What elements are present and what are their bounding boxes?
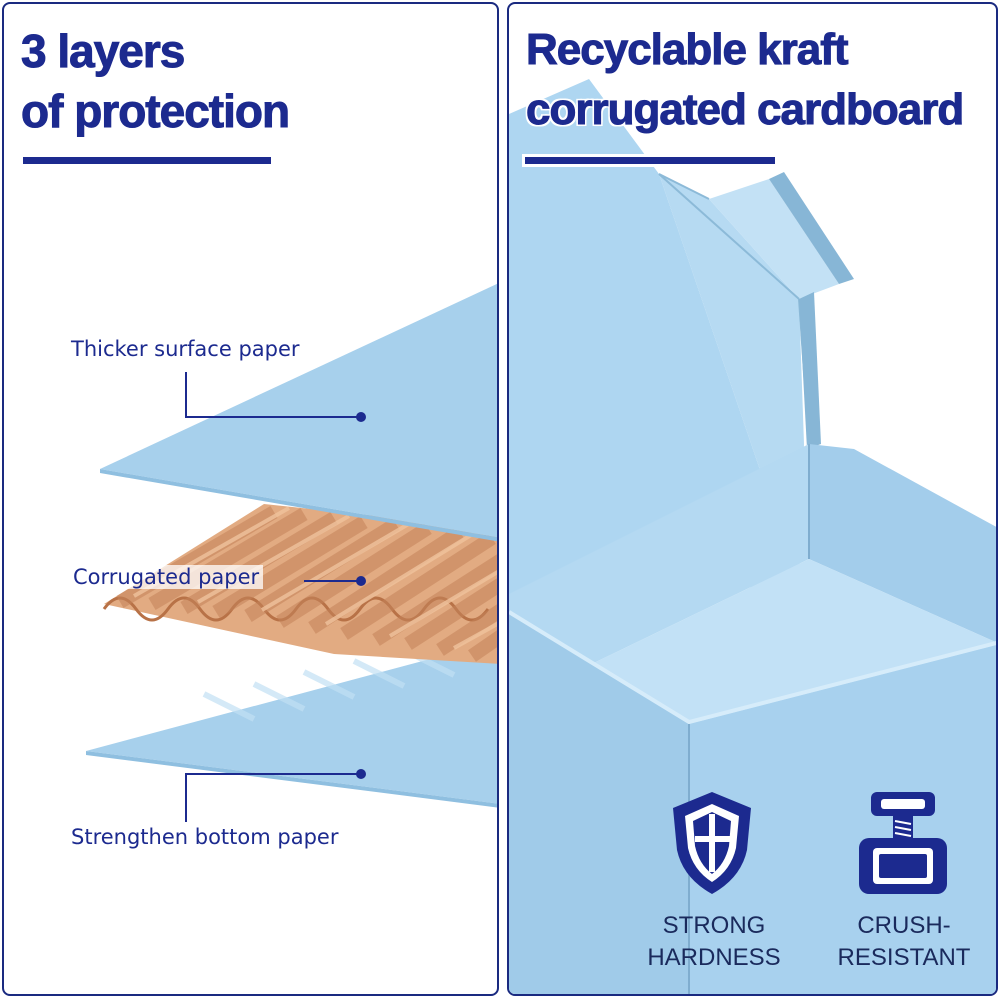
badge-crush-resistant: CRUSH- RESISTANT	[809, 910, 996, 975]
badge-strong-line1: STRONG	[662, 912, 766, 939]
label-top-layer: Thicker surface paper	[71, 337, 300, 361]
left-heading-line2: of protection	[20, 85, 290, 137]
layers-illustration	[86, 283, 497, 822]
right-heading-line2: corrugated cardboard	[525, 85, 964, 134]
badge-strong-hardness: STRONG HARDNESS	[619, 910, 809, 975]
right-heading-underline	[525, 157, 775, 164]
bottom-sheet-shade	[86, 751, 497, 808]
right-panel: Recyclable kraft corrugated cardboard ST…	[507, 2, 998, 996]
top-sheet	[100, 283, 497, 538]
top-sheet-shade	[100, 469, 497, 542]
left-heading-line1: 3 layers	[20, 25, 185, 77]
shield-icon	[673, 792, 751, 894]
weight-icon	[859, 792, 947, 894]
label-middle-layer: Corrugated paper	[71, 565, 264, 589]
badge-strong-line2: HARDNESS	[647, 944, 781, 972]
box-lid-inner	[509, 79, 799, 604]
leader-lines	[185, 372, 359, 822]
left-heading-underline	[23, 157, 271, 164]
box-right-wall	[809, 444, 996, 643]
badge-crush-line1: CRUSH-	[857, 912, 951, 939]
box-front-right	[689, 645, 996, 994]
badge-crush-line2: RESISTANT	[837, 944, 971, 972]
right-heading-line1: Recyclable kraft	[526, 25, 850, 74]
leader-dots	[356, 412, 366, 779]
label-bottom-layer: Strengthen bottom paper	[71, 825, 339, 849]
open-box-illustration	[509, 79, 996, 994]
box-front-wall	[509, 614, 689, 994]
left-panel: 3 layers of protection	[2, 2, 499, 996]
